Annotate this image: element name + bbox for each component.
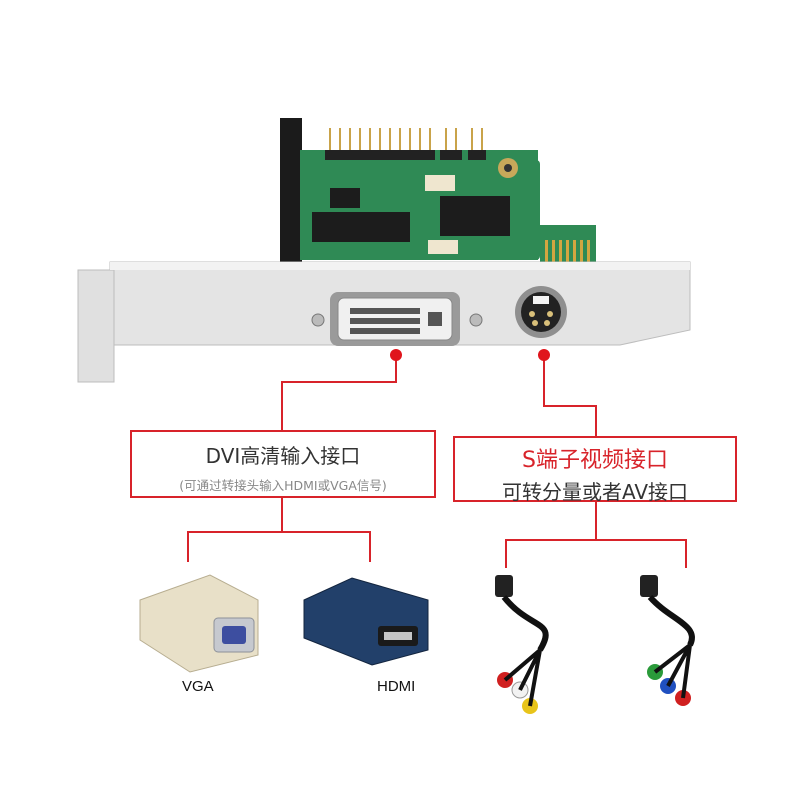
svideo-component-cable-image [640, 575, 695, 706]
vga-caption: VGA [182, 678, 214, 695]
pcb-board [280, 118, 596, 265]
vga-adapter-image [139, 574, 259, 673]
svideo-label-subtitle: 可转分量或者AV接口 [501, 480, 689, 504]
dvi-label-title: DVI高清输入接口 [205, 444, 361, 468]
dvi-callout-dot [390, 349, 402, 361]
svideo-label-box: S端子视频接口 可转分量或者AV接口 [453, 436, 737, 504]
svideo-av-cable-image [495, 575, 549, 714]
svideo-callout-dot [538, 349, 550, 361]
callout-lines [187, 355, 687, 568]
svideo-label-title: S端子视频接口 [522, 448, 668, 473]
hdmi-caption: HDMI [377, 678, 416, 695]
dvi-label-subtitle: (可通过转接头输入HDMI或VGA信号) [179, 478, 387, 493]
dvi-port [311, 292, 483, 346]
svideo-port [515, 286, 567, 338]
dvi-label-box: DVI高清输入接口 (可通过转接头输入HDMI或VGA信号) [130, 430, 436, 498]
hdmi-adapter-image [303, 577, 429, 666]
